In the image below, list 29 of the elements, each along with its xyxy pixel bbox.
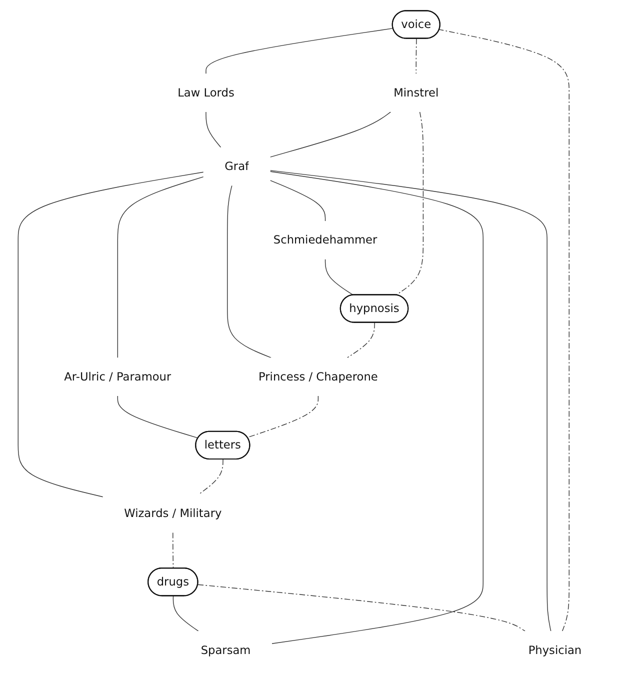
connector <box>324 258 354 296</box>
connector <box>227 185 272 358</box>
connector <box>270 171 484 644</box>
node-text: Wizards / Military <box>124 506 222 520</box>
node-text: Minstrel <box>394 86 439 100</box>
connector <box>206 28 394 74</box>
node-text: Ar-Ulric / Paramour <box>64 370 172 384</box>
connector <box>270 170 552 632</box>
connector <box>439 29 570 632</box>
connector <box>416 38 417 74</box>
connector <box>172 532 174 569</box>
node-text: Law Lords <box>178 86 234 100</box>
node-text: Princess / Chaperone <box>258 370 378 384</box>
connector <box>206 112 222 148</box>
node-text: Sparsam <box>200 643 251 657</box>
connector <box>172 596 199 632</box>
connector <box>346 322 375 358</box>
node-text: Schmiedehammer <box>273 233 378 247</box>
connector <box>396 112 424 296</box>
connector <box>117 176 204 358</box>
connector <box>270 180 326 222</box>
node-text: Graf <box>224 159 250 173</box>
connector <box>198 584 526 632</box>
connector <box>117 396 199 438</box>
connector <box>198 458 224 495</box>
connector <box>270 112 392 158</box>
node-text: Physician <box>528 643 582 657</box>
connector <box>18 172 204 498</box>
connector <box>247 396 319 438</box>
